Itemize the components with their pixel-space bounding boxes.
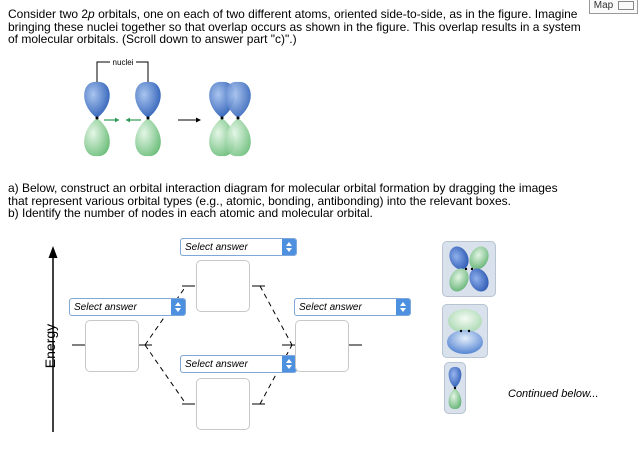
drop-box-antibonding[interactable] [196, 260, 250, 312]
antibonding-pi-orbital-tile[interactable] [442, 241, 496, 297]
select-right-atomic[interactable]: Select answer [294, 298, 411, 316]
dropdown-arrow-icon [282, 356, 296, 372]
select-left-atomic[interactable]: Select answer [69, 298, 186, 316]
atomic-p-orbital-tile[interactable] [444, 362, 466, 414]
dropdown-arrow-icon [396, 299, 410, 315]
dropdown-arrow-icon [171, 299, 185, 315]
map-button[interactable]: Map [588, 0, 638, 14]
continued-below-text: Continued below... [508, 388, 599, 400]
drop-box-bonding[interactable] [196, 378, 250, 430]
drop-box-left-atomic[interactable] [85, 320, 139, 372]
select-top-antibonding[interactable]: Select answer [180, 238, 297, 256]
nuclei-label: nuclei [113, 58, 134, 67]
bonding-pi-orbital-tile[interactable] [442, 304, 488, 358]
drop-box-right-atomic[interactable] [295, 320, 349, 372]
orbital-overlap-figure: nuclei [84, 57, 251, 157]
instructions-text: a) Below, construct an orbital interacti… [8, 181, 558, 220]
atomic-p-orbital-icon [448, 366, 462, 410]
energy-axis-label: Energy [42, 323, 58, 369]
dropdown-arrow-icon [282, 239, 296, 255]
select-bottom-bonding[interactable]: Select answer [180, 355, 297, 373]
map-icon [618, 0, 634, 10]
bonding-pi-orbital-icon [447, 309, 483, 354]
antibonding-pi-orbital-icon [449, 246, 489, 292]
intro-text: Consider two 2p orbitals, one on each of… [8, 7, 581, 46]
